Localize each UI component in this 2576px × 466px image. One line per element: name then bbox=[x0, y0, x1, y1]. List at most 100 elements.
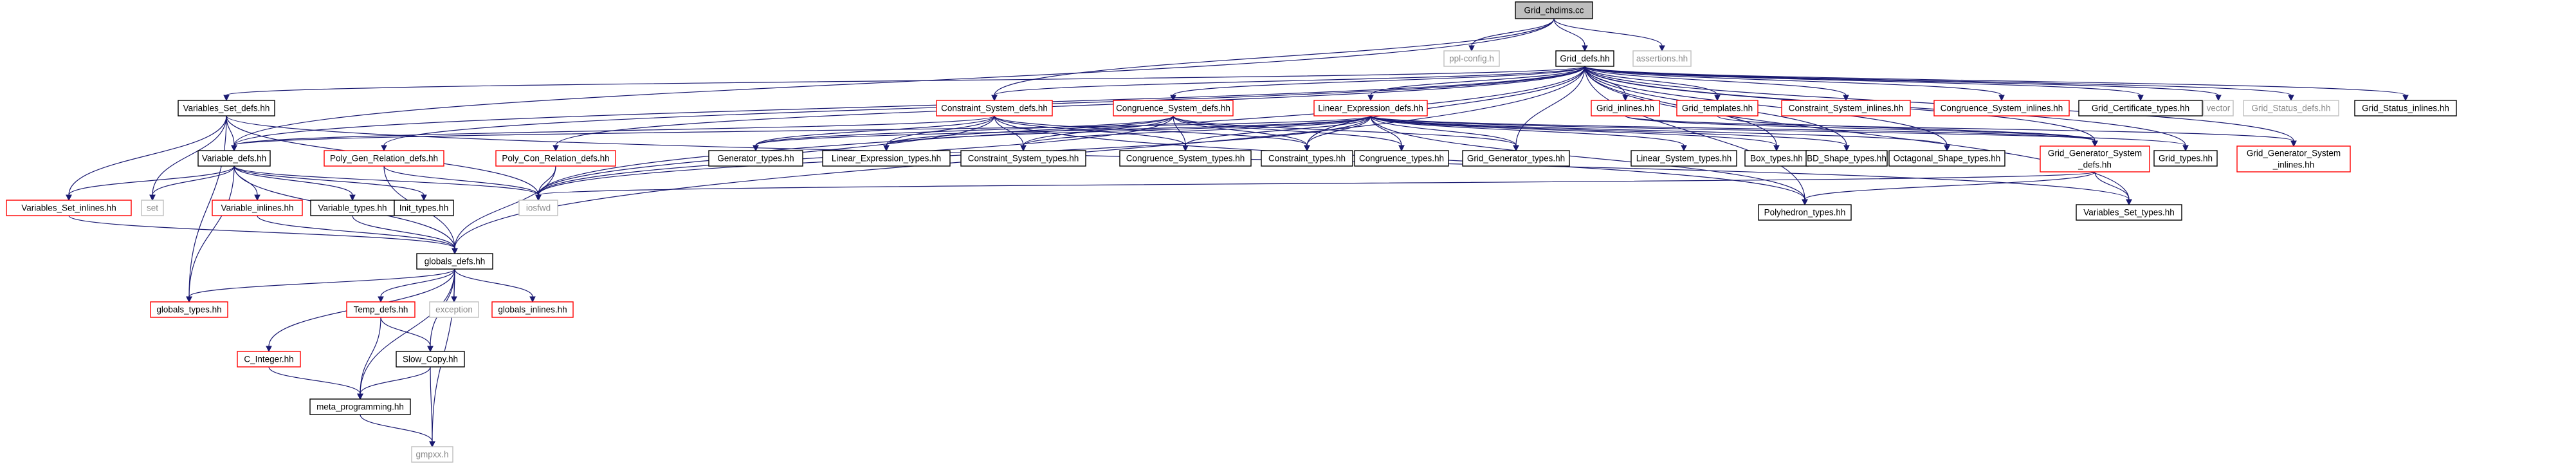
node-box bbox=[495, 150, 616, 167]
node-box bbox=[518, 200, 558, 216]
node-generator-types[interactable]: Generator_types.hh bbox=[708, 150, 803, 167]
node-label: meta_programming.hh bbox=[316, 402, 404, 412]
node-label: Variable_inlines.hh bbox=[221, 203, 293, 213]
node-init-types[interactable]: Init_types.hh bbox=[394, 200, 454, 216]
edge-grid_defs-to-grid_templates bbox=[1584, 66, 1721, 102]
node-octagonal-shape-types[interactable]: Octagonal_Shape_types.hh bbox=[1888, 150, 2005, 167]
node-box bbox=[346, 301, 416, 318]
node-grid-templates[interactable]: Grid_templates.hh bbox=[1676, 100, 1758, 116]
node-box bbox=[212, 200, 303, 216]
node-label: _defs.hh bbox=[2078, 160, 2112, 170]
node-label: Congruence_System_types.hh bbox=[1126, 154, 1245, 163]
node-box bbox=[178, 100, 275, 116]
node-variable-inlines[interactable]: Variable_inlines.hh bbox=[212, 200, 303, 216]
edge-grid_generator_system_defs-to-variables_set_types bbox=[2094, 171, 2132, 206]
node-bd-shape-types[interactable]: BD_Shape_types.hh bbox=[1805, 150, 1888, 167]
node-c-integer[interactable]: C_Integer.hh bbox=[237, 351, 301, 368]
node-variable-types[interactable]: Variable_types.hh bbox=[310, 200, 395, 216]
node-vector[interactable]: vector bbox=[2203, 100, 2234, 116]
node-label: Congruence_System_defs.hh bbox=[1116, 104, 1230, 113]
node-linear-expression-defs[interactable]: Linear_Expression_defs.hh bbox=[1313, 100, 1428, 116]
node-label: exception bbox=[435, 305, 473, 315]
node-label: Grid_types.hh bbox=[2159, 154, 2213, 163]
edge-poly_gen_relation_defs-to-iosfwd bbox=[383, 165, 542, 201]
node-poly-con-relation-defs[interactable]: Poly_Con_Relation_defs.hh bbox=[495, 150, 616, 167]
node-label: Grid_inlines.hh bbox=[1596, 104, 1654, 113]
node-box bbox=[1443, 50, 1500, 67]
node-label: Linear_System_types.hh bbox=[1636, 154, 1732, 163]
edge-root-to-assertions bbox=[1553, 18, 1665, 52]
node-label: gmpxx.h bbox=[416, 450, 448, 460]
node-constraint-types[interactable]: Constraint_types.hh bbox=[1261, 150, 1353, 167]
node-linear-expression-types[interactable]: Linear_Expression_types.hh bbox=[822, 150, 951, 167]
node-grid-generator-system-inlines[interactable]: Grid_Generator_System_inlines.hh bbox=[2236, 145, 2351, 172]
edge-linear_expression_defs-to-constraint_types bbox=[1304, 115, 1371, 152]
node-box bbox=[1515, 1, 1593, 19]
node-box bbox=[411, 446, 453, 463]
node-grid-inlines[interactable]: Grid_inlines.hh bbox=[1591, 100, 1660, 116]
node-polyhedron-types[interactable]: Polyhedron_types.hh bbox=[1758, 204, 1852, 221]
edge-grid_defs-to-constraint_system_defs bbox=[991, 66, 1585, 102]
node-box bbox=[822, 150, 951, 167]
edge-c_integer-to-meta_programming bbox=[268, 366, 363, 400]
edge-linear_expression_defs-to-box_types bbox=[1370, 115, 1780, 152]
node-grid-status-inlines[interactable]: Grid_Status_inlines.hh bbox=[2354, 100, 2457, 116]
node-box bbox=[1119, 150, 1252, 167]
node-congruence-system-types[interactable]: Congruence_System_types.hh bbox=[1119, 150, 1252, 167]
node-exception[interactable]: exception bbox=[429, 301, 479, 318]
node-box bbox=[197, 150, 271, 167]
graph-nodes: Grid_chdims.cc ppl-config.h Grid_defs.hh as… bbox=[6, 1, 2457, 463]
node-congruence-types[interactable]: Congruence_types.hh bbox=[1354, 150, 1449, 167]
node-globals-types[interactable]: globals_types.hh bbox=[150, 301, 228, 318]
edge-variable_types-to-globals_defs bbox=[352, 215, 458, 255]
node-grid-generator-types[interactable]: Grid_Generator_types.hh bbox=[1462, 150, 1570, 167]
node-box bbox=[309, 398, 411, 415]
node-globals-inlines[interactable]: globals_inlines.hh bbox=[491, 301, 574, 318]
node-set[interactable]: set bbox=[141, 200, 164, 216]
node-poly-gen-relation-defs[interactable]: Poly_Gen_Relation_defs.hh bbox=[324, 150, 444, 167]
edge-meta_programming-to-gmpxx bbox=[360, 414, 435, 448]
edge-grid_defs-to-variables_set_types bbox=[1584, 66, 2132, 206]
node-box bbox=[2236, 145, 2351, 172]
node-box bbox=[1744, 150, 1809, 167]
node-label: Grid_templates.hh bbox=[1682, 104, 1753, 113]
node-slow-copy[interactable]: Slow_Copy.hh bbox=[396, 351, 465, 368]
edge-grid_defs-to-poly_con_relation_defs bbox=[553, 66, 1585, 152]
node-constraint-system-defs[interactable]: Constraint_System_defs.hh bbox=[936, 100, 1053, 116]
node-gmpxx[interactable]: gmpxx.h bbox=[411, 446, 453, 463]
node-grid-types[interactable]: Grid_types.hh bbox=[2153, 150, 2218, 167]
node-box bbox=[1933, 100, 2070, 116]
edge-grid_defs-to-variables_set_defs bbox=[223, 66, 1585, 102]
node-box bbox=[150, 301, 228, 318]
node-root[interactable]: Grid_chdims.cc bbox=[1515, 1, 1593, 19]
node-label: Variables_Set_types.hh bbox=[2083, 208, 2175, 218]
node-variable-defs[interactable]: Variable_defs.hh bbox=[197, 150, 271, 167]
node-congruence-system-inlines[interactable]: Congruence_System_inlines.hh bbox=[1933, 100, 2070, 116]
node-label: Poly_Con_Relation_defs.hh bbox=[502, 154, 609, 163]
node-grid-defs[interactable]: Grid_defs.hh bbox=[1555, 50, 1614, 67]
node-assertions[interactable]: assertions.hh bbox=[1632, 50, 1692, 67]
node-meta-programming[interactable]: meta_programming.hh bbox=[309, 398, 411, 415]
node-variables-set-inlines[interactable]: Variables_Set_inlines.hh bbox=[6, 200, 132, 216]
node-variables-set-types[interactable]: Variables_Set_types.hh bbox=[2076, 204, 2182, 221]
node-grid-status-defs[interactable]: Grid_Status_defs.hh bbox=[2243, 100, 2339, 116]
node-label: Linear_Expression_defs.hh bbox=[1318, 104, 1423, 113]
node-box bbox=[2078, 100, 2203, 116]
node-box bbox=[141, 200, 164, 216]
node-ppl-config[interactable]: ppl-config.h bbox=[1443, 50, 1500, 67]
node-iosfwd[interactable]: iosfwd bbox=[518, 200, 558, 216]
node-constraint-system-inlines[interactable]: Constraint_System_inlines.hh bbox=[1781, 100, 1911, 116]
node-temp-defs[interactable]: Temp_defs.hh bbox=[346, 301, 416, 318]
node-grid-certificate-types[interactable]: Grid_Certificate_types.hh bbox=[2078, 100, 2203, 116]
node-linear-system-types[interactable]: Linear_System_types.hh bbox=[1631, 150, 1737, 167]
node-grid-generator-system-defs[interactable]: Grid_Generator_System_defs.hh bbox=[2040, 145, 2150, 172]
node-variables-set-defs[interactable]: Variables_Set_defs.hh bbox=[178, 100, 275, 116]
node-constraint-system-types[interactable]: Constraint_System_types.hh bbox=[960, 150, 1086, 167]
node-congruence-system-defs[interactable]: Congruence_System_defs.hh bbox=[1113, 100, 1234, 116]
edge-globals_defs-to-globals_types bbox=[186, 268, 455, 303]
node-box bbox=[936, 100, 1053, 116]
node-label: Grid_Certificate_types.hh bbox=[2092, 104, 2189, 113]
node-box bbox=[2040, 145, 2150, 172]
node-box-types[interactable]: Box_types.hh bbox=[1744, 150, 1809, 167]
node-globals-defs[interactable]: globals_defs.hh bbox=[416, 253, 493, 270]
